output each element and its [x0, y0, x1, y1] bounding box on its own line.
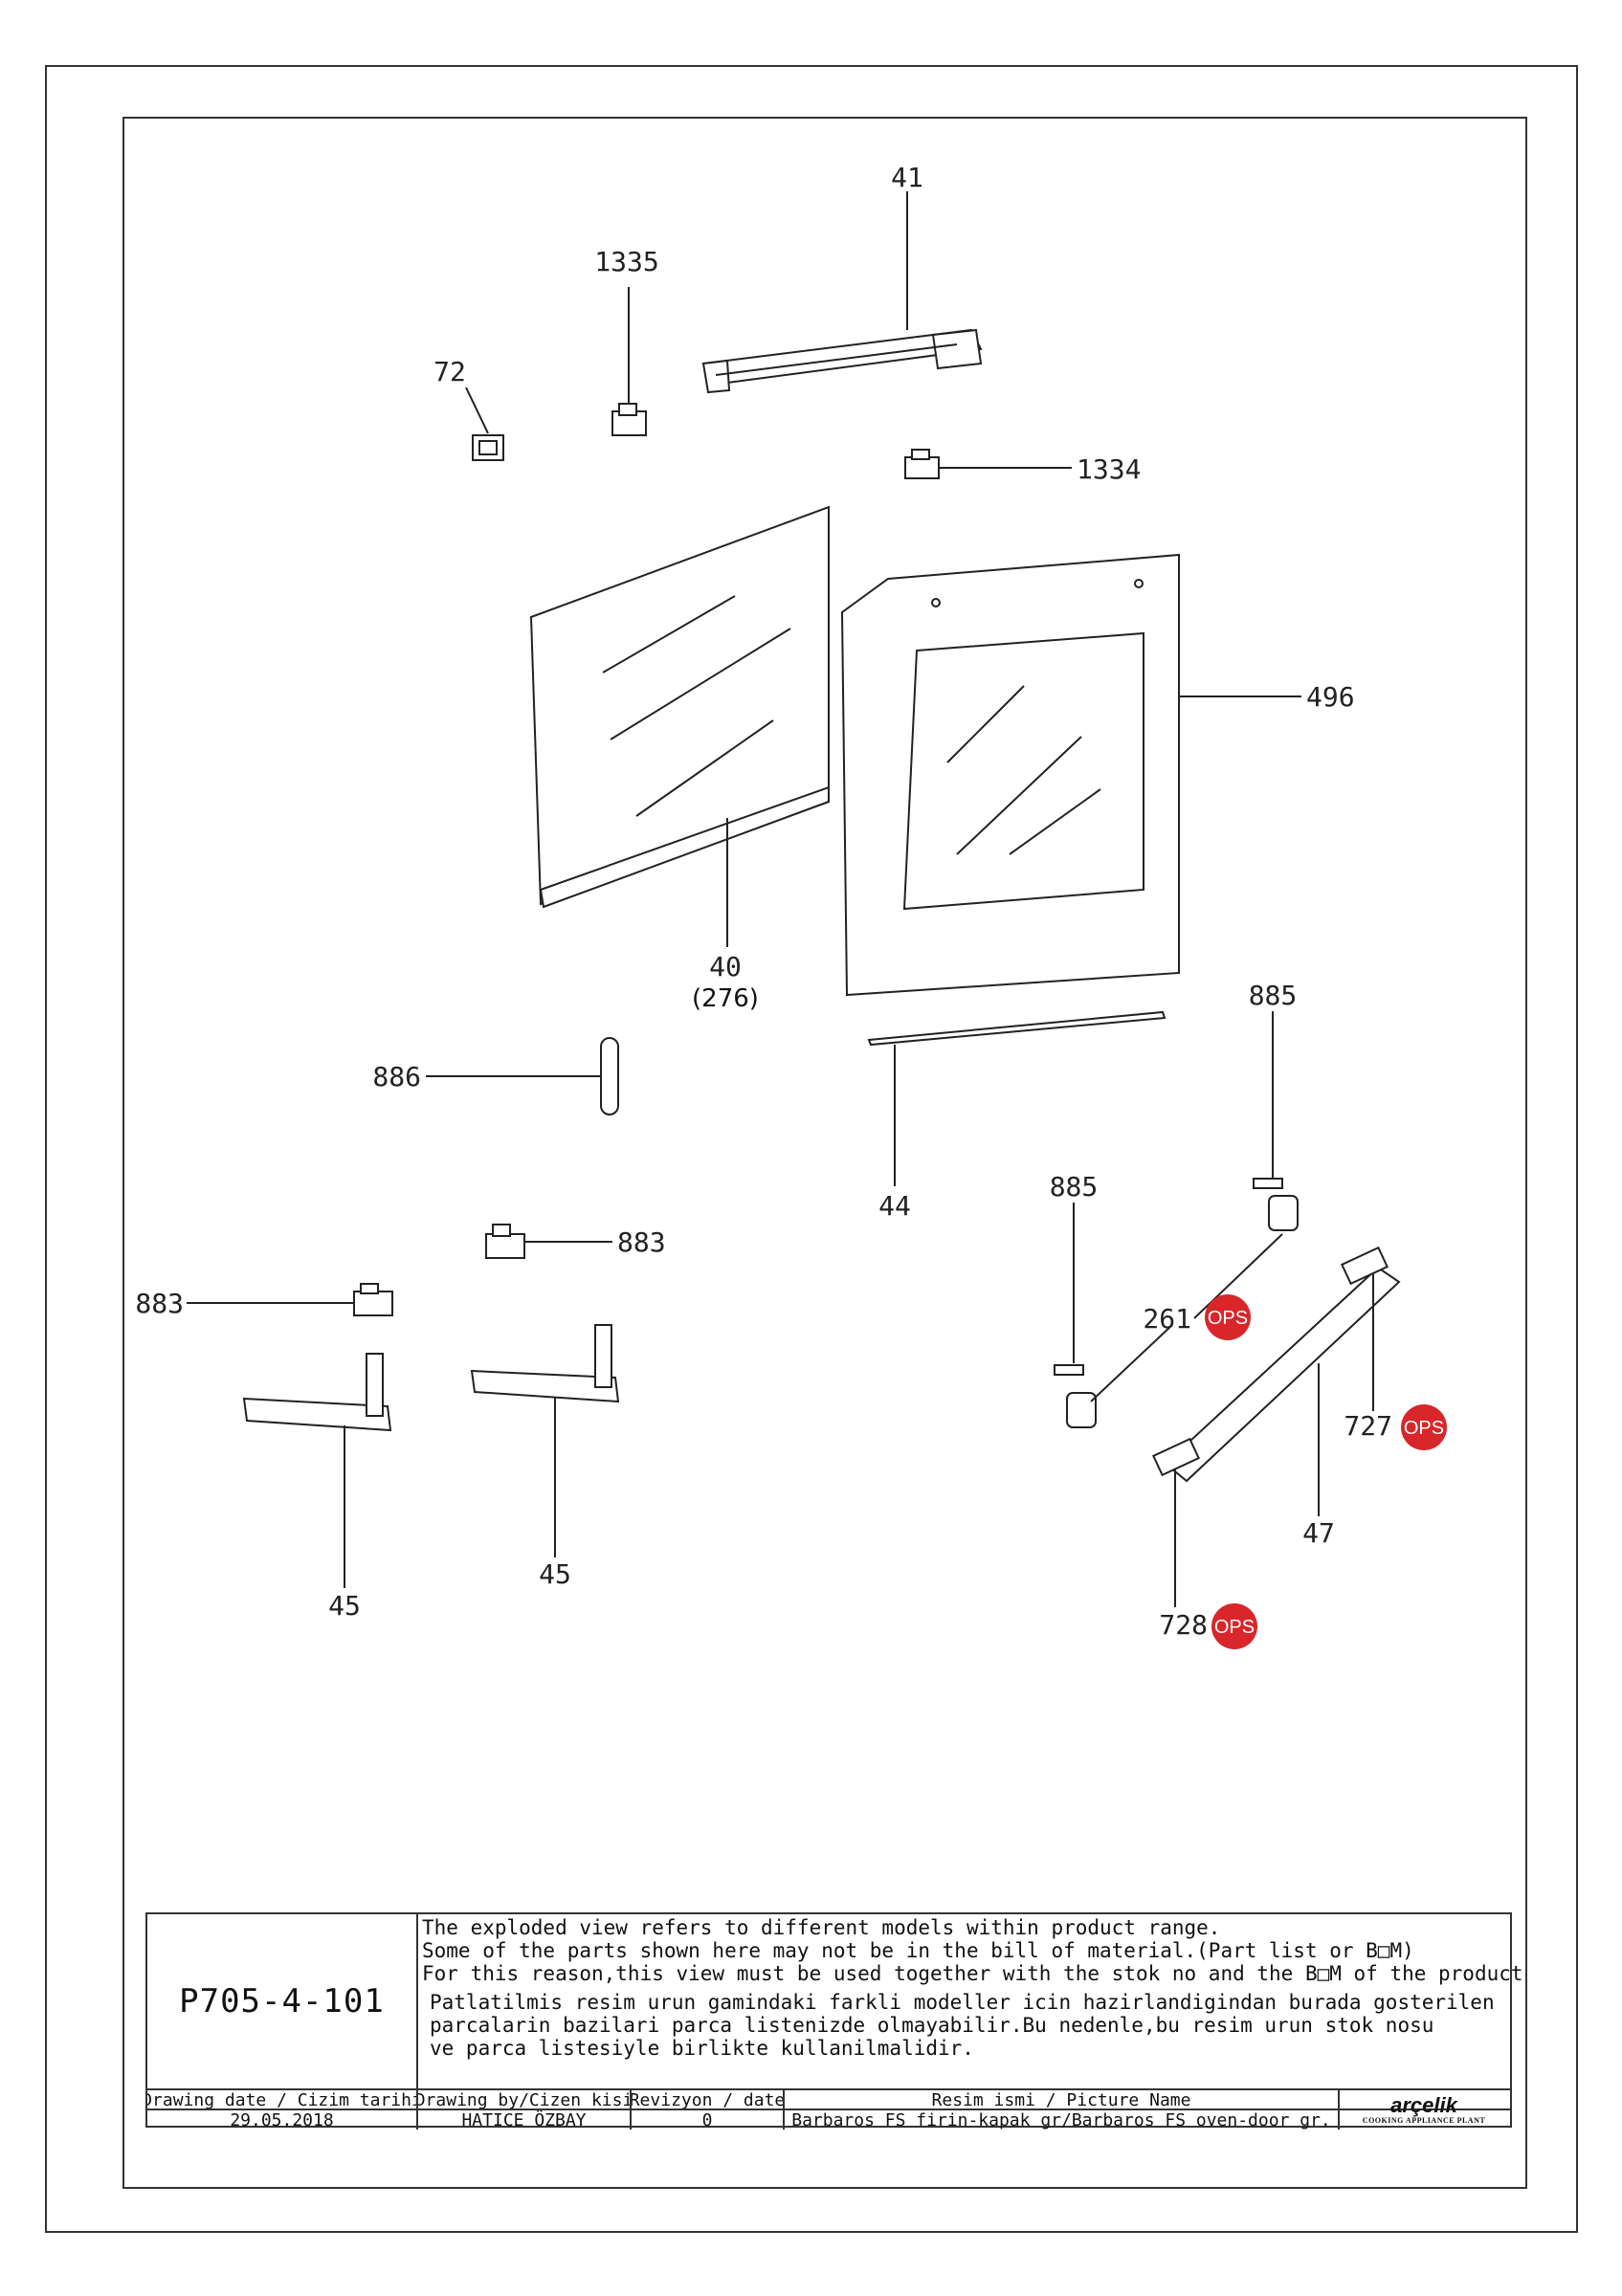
part-885-pin-upper [1253, 1011, 1283, 1189]
part-47-handle [1151, 1246, 1401, 1607]
header-picture-name: Resim ismi / Picture Name [785, 2090, 1340, 2110]
note-tr-2: parcalarin bazilari parca listenizde olm… [430, 2014, 1434, 2037]
label-883-upper: 883 [617, 1226, 666, 1258]
value-picture-name: Barbaros FS firin-kapak gr/Barbaros FS o… [785, 2110, 1340, 2130]
part-44-strip [867, 1010, 1167, 1186]
note-en-2: Some of the parts shown here may not be … [422, 1939, 1414, 1962]
label-45-right: 45 [539, 1558, 571, 1590]
part-1335-clip [611, 287, 647, 436]
label-41: 41 [891, 162, 923, 193]
label-496: 496 [1306, 681, 1355, 713]
label-727: 727 [1344, 1410, 1392, 1442]
value-revision: 0 [632, 2110, 785, 2130]
part-886-bumper [426, 1037, 619, 1115]
label-44: 44 [878, 1190, 911, 1222]
part-261-endcap-upper [1193, 1195, 1299, 1319]
ops-badge-261: OPS [1205, 1294, 1251, 1340]
part-45-hinge-left [242, 1353, 392, 1588]
label-885-upper: 885 [1249, 980, 1298, 1011]
ops-label: OPS [1404, 1418, 1444, 1439]
part-1334-clip [904, 449, 1072, 479]
brand-logo: arçelik COOKING APPLIANCE PLANT [1338, 2088, 1510, 2130]
label-47: 47 [1302, 1517, 1335, 1549]
note-tr-1: Patlatilmis resim urun gamindaki farkli … [430, 1991, 1495, 2014]
label-885-lower: 885 [1050, 1171, 1099, 1203]
part-72-latch [465, 386, 504, 461]
ops-badge-727: OPS [1401, 1404, 1447, 1450]
part-41-top-bracket [701, 191, 983, 394]
note-en-1: The exploded view refers to different mo… [422, 1916, 1221, 1939]
note-en-3: For this reason,this view must be used t… [422, 1962, 1523, 1985]
value-drawn-by: HATICE ÖZBAY [418, 2110, 632, 2130]
logo-wordmark: arçelik [1390, 2093, 1457, 2117]
ops-badge-728: OPS [1211, 1603, 1257, 1649]
part-261-endcap-lower [1066, 1324, 1173, 1428]
drawing-code: P705-4-101 [147, 1914, 418, 2088]
note-tr-3: ve parca listesiyle birlikte kullanilmal… [430, 2037, 974, 2060]
drawing-notes: The exploded view refers to different mo… [418, 1914, 1523, 2088]
label-45-left: 45 [328, 1590, 361, 1622]
label-1335: 1335 [594, 246, 658, 277]
title-block-value-row: 29.05.2018 HATICE ÖZBAY 0 Barbaros FS fi… [147, 2108, 1510, 2130]
part-883-clip-upper [485, 1224, 612, 1259]
label-40: 40 [709, 951, 742, 982]
label-728: 728 [1159, 1609, 1208, 1641]
ops-label: OPS [1214, 1617, 1255, 1638]
part-885-pin-lower [1054, 1203, 1084, 1376]
header-revision: Revizyon / date [632, 2090, 785, 2110]
part-883-clip-lower [187, 1283, 393, 1316]
part-40-inner-glass [529, 505, 830, 947]
outer-frame [45, 65, 1578, 2233]
label-261: 261 [1143, 1303, 1191, 1335]
header-drawing-date: Drawing date / Cizim tarihi [147, 2090, 418, 2110]
logo-subtitle: COOKING APPLIANCE PLANT [1362, 2116, 1486, 2125]
label-72: 72 [433, 356, 466, 387]
label-1334: 1334 [1077, 453, 1141, 485]
label-883-lower: 883 [135, 1288, 184, 1319]
value-drawing-date: 29.05.2018 [147, 2110, 418, 2130]
label-276: (276) [692, 984, 759, 1013]
ops-label: OPS [1208, 1308, 1248, 1329]
label-886: 886 [372, 1061, 421, 1093]
title-block-header-row: Drawing date / Cizim tarihi Drawing by/C… [147, 2088, 1510, 2110]
inner-frame [122, 117, 1527, 2189]
title-block: P705-4-101 The exploded view refers to d… [145, 1912, 1523, 2130]
part-496-outer-glass [840, 553, 1301, 997]
part-45-hinge-right [470, 1324, 620, 1557]
header-drawn-by: Drawing by/Cizen kisi [418, 2090, 632, 2110]
